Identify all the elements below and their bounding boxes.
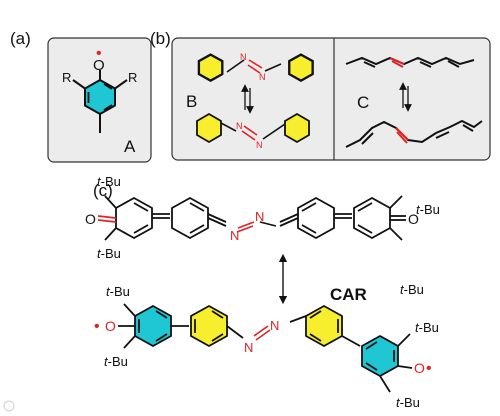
quinoid-ring-right-2 xyxy=(297,196,335,240)
phenyl-ring-b2 xyxy=(288,53,314,82)
n-label-b-top-2: N xyxy=(259,72,266,82)
panel-b: (b) N N B N xyxy=(150,29,491,161)
quinoid-co-left xyxy=(97,215,117,219)
trans-azobenzene: N N xyxy=(197,52,314,82)
aromatic-structure xyxy=(123,303,413,393)
azo-bond-b-bot-1 xyxy=(220,122,237,132)
aromatic-o-left: O xyxy=(105,318,116,334)
n-label-b-top-1: N xyxy=(240,52,247,62)
tbu-label-mid-right: t-Bu xyxy=(400,282,424,297)
molecule-label-a: A xyxy=(124,137,136,156)
polyene-chain-bottom xyxy=(345,119,483,148)
quinoid-co-left-2 xyxy=(97,219,117,223)
panel-b-label: (b) xyxy=(150,29,171,48)
quinoid-structure xyxy=(104,195,406,241)
aromatic-n-1: N xyxy=(244,340,253,355)
phenyl-ring-b4 xyxy=(284,112,310,144)
tbu-label-bottom-right-2: t-Bu xyxy=(396,395,420,410)
substituent-r-right: R xyxy=(128,70,137,85)
azo-bond-b-bot-2 xyxy=(241,130,256,141)
quinoid-o-right: O xyxy=(408,211,419,227)
tbu-label-top-right: t-Bu xyxy=(416,202,440,217)
azo-bond-b-top-4 xyxy=(264,63,282,72)
phenoxyl-ring-left xyxy=(134,304,172,348)
phenyl-ring-c-right xyxy=(305,304,343,348)
watermark-logo-icon xyxy=(3,400,15,412)
molecule-label-b: B xyxy=(186,92,197,111)
r-bond-left-a xyxy=(72,79,86,90)
panel-b-box xyxy=(171,37,491,161)
oxygen-label-a: O xyxy=(93,57,105,74)
cis-azobenzene: N N xyxy=(196,112,310,150)
tbu-label-bottom-left-2: t-Bu xyxy=(104,354,128,369)
compound-name-car: CAR xyxy=(330,285,367,304)
quinoid-o-left: O xyxy=(85,211,96,227)
quinoid-ring-left-2 xyxy=(171,196,209,240)
azo-bond-b-bot-4 xyxy=(262,123,286,140)
phenoxyl-ring-a xyxy=(84,78,116,116)
quinoid-n-2: N xyxy=(255,209,264,224)
n-label-b-bot-1: N xyxy=(236,121,243,131)
azo-bond-b-top-2 xyxy=(248,59,263,69)
phenyl-ring-b3 xyxy=(196,112,222,144)
aromatic-azo-bridge xyxy=(253,325,271,341)
azo-bond-b-bot-3 xyxy=(243,125,258,136)
azo-bond-b-top-1 xyxy=(226,59,245,73)
panel-a-label: (a) xyxy=(10,29,31,48)
tbu-label-bottom-right-1: t-Bu xyxy=(415,320,439,335)
watermark xyxy=(3,400,15,412)
n-label-b-bot-2: N xyxy=(256,140,263,150)
tbu-label-mid-left: t-Bu xyxy=(97,246,121,261)
r-bond-right-a xyxy=(114,79,128,90)
quinoid-n-1: N xyxy=(230,228,239,243)
radical-dot-c-right: • xyxy=(426,360,432,377)
substituent-r-left: R xyxy=(62,70,71,85)
panel-a: (a) O • R R A xyxy=(10,29,152,163)
phenoxyl-ring-right xyxy=(361,334,399,378)
tbu-label-top-left: t-Bu xyxy=(97,174,121,189)
phenyl-ring-c-left xyxy=(190,304,228,348)
radical-dot-c-left: • xyxy=(94,318,100,335)
aromatic-o-right: O xyxy=(414,360,425,376)
aromatic-n-2: N xyxy=(270,318,279,333)
polyene-chain-top xyxy=(345,56,475,68)
phenyl-ring-b1 xyxy=(197,53,224,82)
quinoid-azo-bridge xyxy=(236,221,277,233)
tbu-label-bottom-left-1: t-Bu xyxy=(106,284,130,299)
radical-dot-a: • xyxy=(96,45,102,62)
azo-bond-b-top-3 xyxy=(247,64,261,74)
panel-c: (c) xyxy=(85,174,440,410)
panel-c-label: (c) xyxy=(93,181,113,200)
molecule-label-c: C xyxy=(357,93,369,112)
